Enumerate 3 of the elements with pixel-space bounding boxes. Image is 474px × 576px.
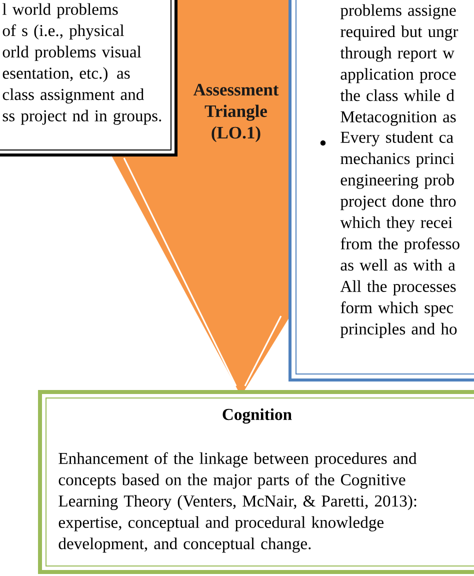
text-box: l world problems of s (i.e., physical orld problems visual esentation, etc.) as class assignment and ss project nd in groups. bbox=[0, 0, 178, 156]
cognition-box: Cognition Enhancement of the linkage between procedures and concepts based on the major parts of the Cognitive Learning Theory (Venters, McNair, & Paretti, 2013): expertise, conceptual and procedural knowledge development, and conceptual change. bbox=[38, 390, 474, 574]
bullet-box: problems assigne required but ungr through report w application proce the class while d Metacognition as Every student ca mechanics princi engineering prob project done thro which they recei from the professo as well as with a All the processes form which spec principles and ho bbox=[288, 0, 474, 382]
